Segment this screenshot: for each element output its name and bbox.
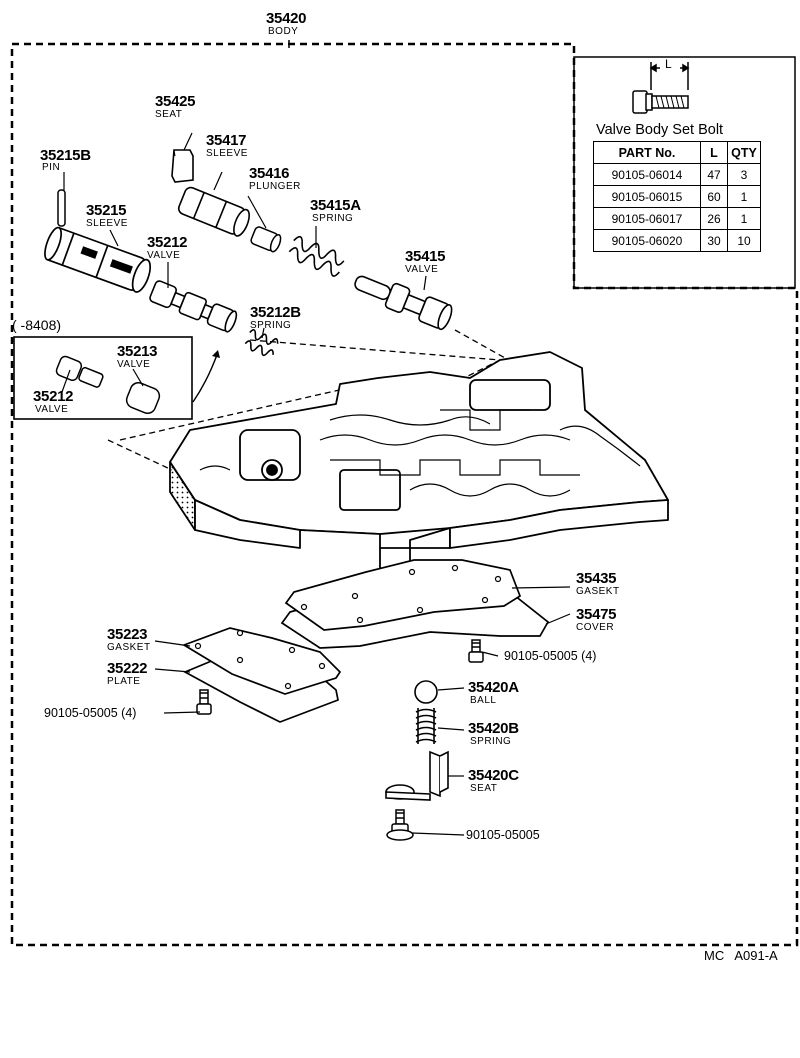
plate-bolt-label: 90105-05005 (4): [44, 706, 137, 720]
callout-name: SPRING: [470, 736, 512, 747]
callout-name: VALVE: [35, 404, 69, 415]
spring-35212b-part: [244, 329, 279, 357]
plunger-part: [250, 226, 282, 253]
callout-number: 35212: [147, 234, 188, 251]
callout-number: 35415A: [310, 197, 361, 214]
callout-name: SLEEVE: [86, 218, 128, 229]
table-cell: 10: [727, 229, 761, 252]
table-cell: 90105-06017: [593, 207, 701, 230]
table-cell: 26: [700, 207, 728, 230]
callout-number: 35215: [86, 202, 127, 219]
cover-gasket-parts: [280, 559, 550, 649]
valve-body-channels: [199, 409, 641, 497]
leader-lines: [61, 132, 571, 836]
callout-number: 35212: [33, 388, 74, 405]
callout-number: 35212B: [250, 304, 301, 321]
column-header: QTY: [727, 141, 761, 164]
table-cell: 90105-06015: [593, 185, 701, 208]
diagram-code: MC A091-A: [704, 948, 778, 963]
table-cell: 90105-06020: [593, 229, 701, 252]
callout-number: 35425: [155, 93, 196, 110]
callout-name: COVER: [576, 622, 615, 633]
sleeve-35417-part: [177, 186, 250, 237]
valve-body-casting: [169, 351, 669, 573]
callout-name: VALVE: [117, 359, 151, 370]
inset-date-label: ( -8408): [12, 317, 62, 333]
callout-number: 35222: [107, 660, 148, 677]
inset-valve-parts: [55, 355, 161, 415]
callout-name: BALL: [470, 695, 497, 706]
bolt-table-box: [573, 56, 796, 289]
cover-bolt-holes: [300, 564, 502, 624]
table-cell: 1: [727, 185, 761, 208]
pin: [57, 189, 66, 227]
inset-arrow: [192, 351, 219, 403]
table-cell: 3: [727, 163, 761, 186]
callout-number: 35475: [576, 606, 617, 623]
spring-35415a-part: [288, 235, 345, 277]
table-cell: 1: [727, 207, 761, 230]
callout-name: SPRING: [250, 320, 292, 331]
callout-number: 35435: [576, 570, 617, 587]
callout-name: SEAT: [470, 783, 498, 794]
seat-bolt-label: 90105-05005: [466, 828, 540, 842]
callout-number: 35416: [249, 165, 290, 182]
callout-name: PIN: [42, 162, 61, 173]
table-header-row: PART No. L QTY: [593, 141, 761, 164]
callout-name: SPRING: [312, 213, 354, 224]
table-cell: 60: [700, 185, 728, 208]
callout-number: 35223: [107, 626, 148, 643]
callout-number: 35420A: [468, 679, 519, 696]
callout-name: SEAT: [155, 109, 183, 120]
valve-35415-part: [354, 275, 453, 331]
bolt-icons: [196, 639, 484, 841]
callout-name: VALVE: [147, 250, 181, 261]
body-part-name: BODY: [268, 26, 299, 37]
table-row: 90105-06015 60 1: [593, 185, 761, 208]
bolt-table: PART No. L QTY 90105-06014 47 3 90105-06…: [593, 141, 761, 252]
callout-number: 35215B: [40, 147, 91, 164]
callout-number: 35420C: [468, 767, 519, 784]
column-header: PART No.: [593, 141, 701, 164]
sleeve-35215-part: [44, 226, 152, 293]
table-cell: 90105-06014: [593, 163, 701, 186]
ball-part: [414, 680, 438, 704]
seat-part: [171, 149, 194, 183]
callout-name: PLATE: [107, 676, 141, 687]
callout-name: GASKET: [107, 642, 151, 653]
callout-number: 35213: [117, 343, 158, 360]
bolt-dimension-label: L: [665, 57, 672, 71]
table-row: 90105-06020 30 10: [593, 229, 761, 252]
plate-bolt-holes: [194, 629, 326, 690]
callout-name: VALVE: [405, 264, 439, 275]
valve-35212-part: [149, 280, 238, 333]
table-row: 90105-06014 47 3: [593, 163, 761, 186]
seat-35420c-part: [385, 750, 449, 801]
plate-gasket-parts: [182, 627, 342, 723]
cover-bolt-label: 90105-05005 (4): [504, 649, 597, 663]
callout-number: 35415: [405, 248, 446, 265]
column-header: L: [700, 141, 728, 164]
body-part-number: 35420: [266, 10, 307, 27]
set-bolt-drawing: [632, 62, 690, 114]
table-cell: 47: [700, 163, 728, 186]
callout-number: 35420B: [468, 720, 519, 737]
inset-box: [13, 336, 193, 420]
bolt-table-title: Valve Body Set Bolt: [596, 122, 724, 138]
spring-35420b-part: [415, 708, 437, 744]
callout-name: SLEEVE: [206, 148, 248, 159]
callout-number: 35417: [206, 132, 247, 149]
table-row: 90105-06017 26 1: [593, 207, 761, 230]
callout-name: PLUNGER: [249, 181, 301, 192]
callout-name: GASEKT: [576, 586, 620, 597]
table-cell: 30: [700, 229, 728, 252]
